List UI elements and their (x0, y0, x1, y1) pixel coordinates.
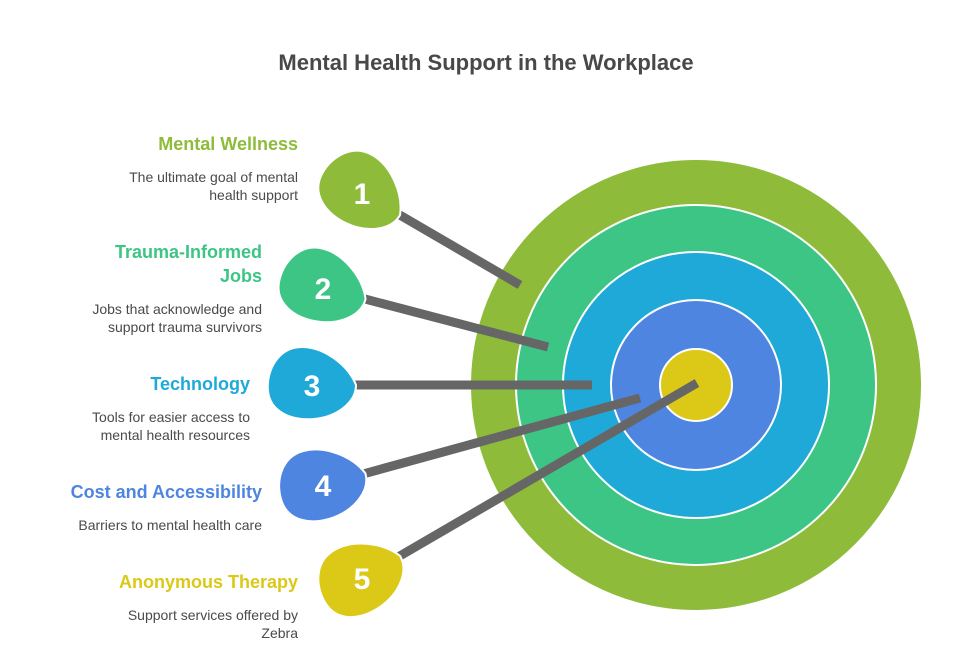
item-label-3: Technology (150, 374, 250, 394)
dart-pin-3: 3 (266, 345, 358, 421)
item-label-2: Trauma-Informed Jobs (114, 242, 262, 286)
dart-pin-4: 4 (278, 448, 368, 523)
dart-pin-2: 2 (277, 246, 367, 324)
pin-number-3: 3 (304, 370, 321, 403)
dart-pin-5: 5 (317, 542, 405, 619)
item-desc-1: The ultimate goal of mental health suppo… (129, 169, 298, 203)
pin-number-2: 2 (315, 273, 332, 306)
dart-shaft-2 (360, 293, 550, 352)
dart-shaft-4 (360, 393, 642, 479)
item-label-4: Cost and Accessibility (70, 482, 262, 502)
pin-number-5: 5 (354, 563, 371, 596)
dart-shaft-5 (394, 379, 700, 562)
item-label-1: Mental Wellness (158, 134, 298, 154)
dart-shaft-1 (394, 209, 523, 289)
item-desc-5: Support services offered by Zebra (127, 607, 298, 641)
pin-number-1: 1 (354, 178, 371, 211)
item-label-5: Anonymous Therapy (118, 572, 298, 592)
dart-pin-1: 1 (317, 149, 402, 230)
item-desc-4: Barriers to mental health care (78, 517, 262, 533)
pin-number-4: 4 (315, 470, 332, 503)
diagram-title: Mental Health Support in the Workplace (278, 50, 694, 75)
item-desc-3: Tools for easier access to mental health… (92, 409, 250, 443)
item-desc-2: Jobs that acknowledge and support trauma… (92, 301, 262, 335)
